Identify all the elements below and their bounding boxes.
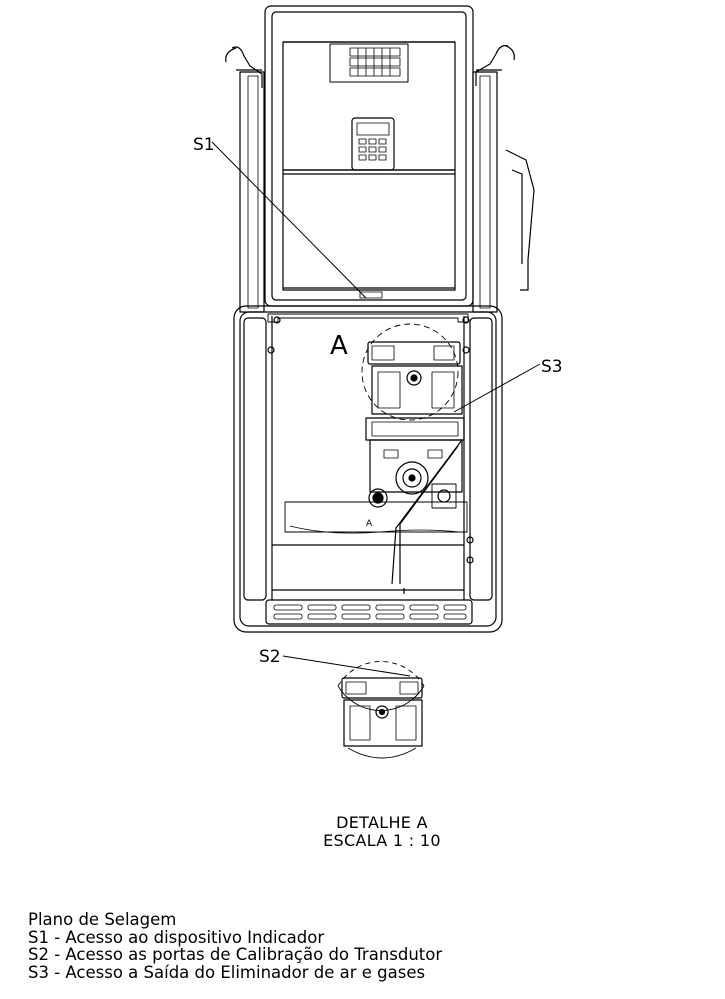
dispenser-head bbox=[264, 5, 474, 307]
label-s3: S3 bbox=[541, 357, 563, 377]
keypad bbox=[351, 117, 395, 171]
detail-scale: ESCALA 1 : 10 bbox=[323, 831, 441, 850]
side-columns bbox=[239, 71, 498, 313]
detail-callout-letter: A bbox=[330, 331, 348, 361]
legend-item-s3: S3 - Acesso a Saída do Eliminador de ar … bbox=[28, 962, 426, 982]
seal-plan-legend: Plano de Selagem S1 - Acesso ao disposit… bbox=[28, 911, 442, 981]
leader-lines bbox=[211, 141, 541, 677]
nozzle-holders bbox=[225, 45, 535, 291]
hydraulic-unit bbox=[361, 323, 465, 594]
dispenser-body bbox=[233, 305, 503, 633]
detail-caption: DETALHE A ESCALA 1 : 10 bbox=[262, 814, 502, 850]
legend-item-s1: S1 - Acesso ao dispositivo Indicador bbox=[28, 927, 325, 947]
legend-item-s2: S2 - Acesso as portas de Calibração do T… bbox=[28, 945, 443, 964]
legend-title: Plano de Selagem bbox=[28, 910, 177, 929]
label-s2: S2 bbox=[259, 647, 281, 667]
detail-a-view bbox=[337, 661, 425, 759]
detail-title: DETALHE A bbox=[336, 813, 428, 832]
detail-small-letter: A bbox=[366, 519, 373, 529]
label-s1: S1 bbox=[193, 135, 215, 155]
